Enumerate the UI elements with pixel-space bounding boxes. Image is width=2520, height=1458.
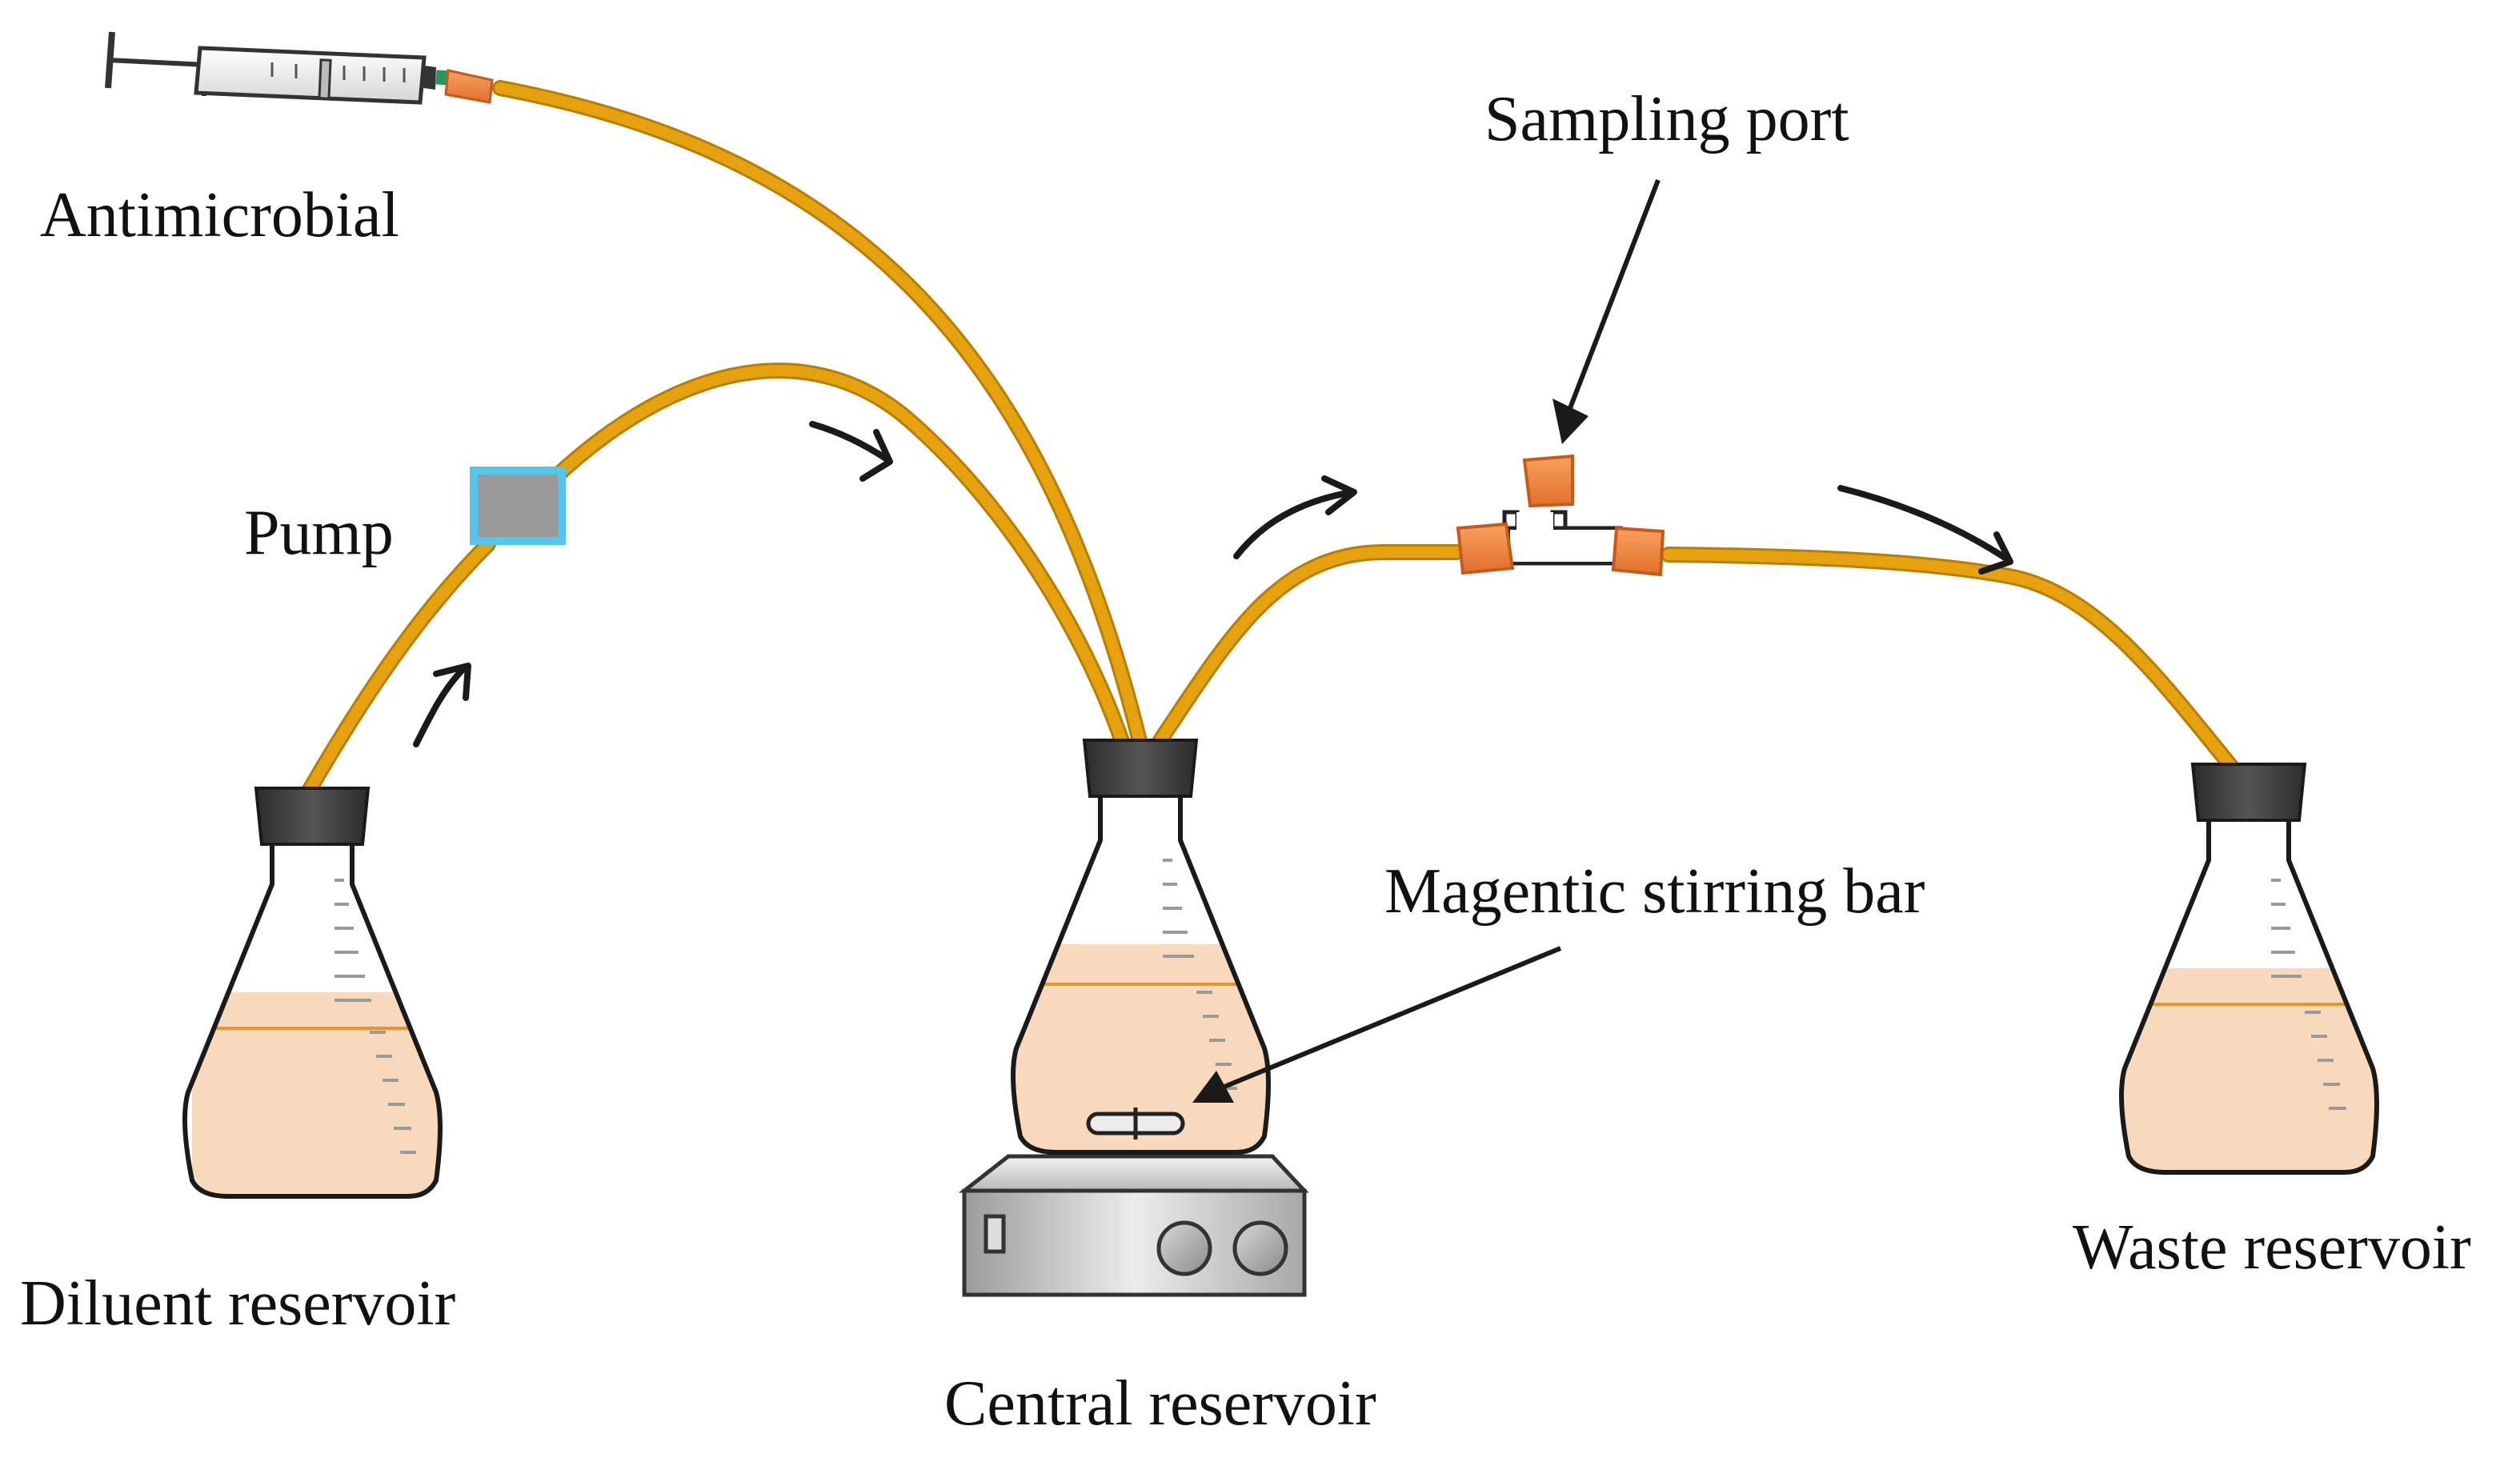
tube-pump-to-central xyxy=(544,362,1132,756)
flow-arrows xyxy=(413,421,2013,747)
tubing xyxy=(300,80,2241,800)
syringe-icon xyxy=(105,31,494,105)
pump-box-icon xyxy=(470,467,566,545)
diluent-flask xyxy=(182,787,443,1199)
t-connector-icon xyxy=(1456,454,1665,577)
label-diluent-reservoir: Diluent reservoir xyxy=(20,1268,455,1339)
stirring-bar-pointer xyxy=(1192,946,1562,1103)
label-sampling-port: Sampling port xyxy=(1484,84,1849,154)
curved-flow-arrow-icon xyxy=(809,421,893,482)
callout-arrows xyxy=(1192,178,1661,1103)
tube-central-to-sampling xyxy=(1152,544,1464,748)
label-waste-reservoir: Waste reservoir xyxy=(2073,1212,2471,1283)
central-flask xyxy=(958,739,1309,1297)
waste-flask xyxy=(2119,763,2379,1175)
erlenmeyer-flask-icon xyxy=(1011,796,1271,1155)
tube-antimicrobial xyxy=(492,80,1148,752)
stirrer-knob-left xyxy=(1156,1220,1212,1276)
erlenmeyer-flask-icon xyxy=(2119,816,2379,1175)
label-central-reservoir: Central reservoir xyxy=(944,1368,1376,1439)
label-stirring-bar: Magentic stirring bar xyxy=(1384,856,1925,927)
labels: Antimicrobial Pump Diluent reservoir Cen… xyxy=(20,84,2471,1439)
stirrer-knob-right xyxy=(1232,1220,1288,1276)
stirring-bar xyxy=(1086,1108,1185,1140)
erlenmeyer-flask-icon xyxy=(182,840,443,1199)
label-pump: Pump xyxy=(244,498,394,568)
curved-flow-arrow-icon xyxy=(413,663,471,747)
stopper xyxy=(254,787,371,846)
label-antimicrobial: Antimicrobial xyxy=(40,180,399,250)
sampling-port-pointer xyxy=(1552,178,1661,444)
curved-flow-arrow-icon xyxy=(1233,475,1357,559)
stopper xyxy=(1082,739,1199,798)
curved-flow-arrow-icon xyxy=(1837,485,2013,575)
stopper xyxy=(2190,763,2307,822)
magnetic-stir-plate-icon xyxy=(958,1154,1309,1297)
